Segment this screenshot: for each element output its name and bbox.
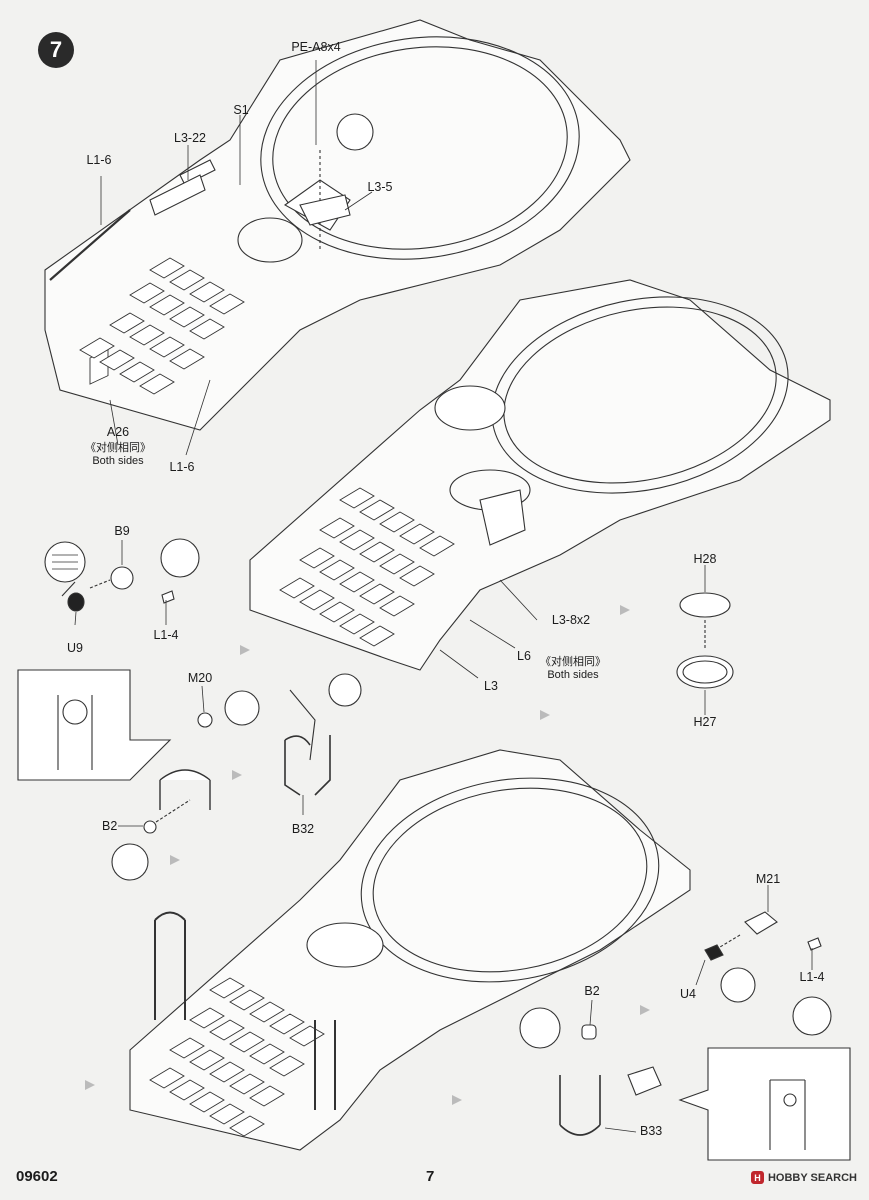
page-number: 7 [426,1168,435,1185]
label-h28: H28 [693,552,717,566]
label-l1-4-right: L1-4 [799,970,825,984]
label-b32: B32 [291,822,315,836]
step-number-badge: 7 [38,32,74,68]
label-m20: M20 [187,671,213,685]
label-pe-a8x4: PE-A8x4 [291,40,341,54]
note-both-sides-left: 《对侧相同》 Both sides [85,442,151,468]
detail-inset-left [17,669,172,781]
hull-middle [249,279,831,671]
label-l1-6-bottom: L1-6 [169,460,195,474]
label-l3: L3 [484,679,498,693]
detail-m21 [704,911,832,1036]
label-m21: M21 [755,872,781,886]
label-b2-right: B2 [584,984,600,998]
label-a26: A26 [106,425,130,439]
hobby-search-logo-icon: H [750,1171,764,1184]
watermark-text: HOBBY SEARCH [767,1171,857,1184]
label-h27: H27 [693,715,717,729]
detail-b9 [44,538,200,612]
detail-h28-h27 [676,592,734,689]
note-both-sides-right: 《对侧相同》 Both sides [540,656,606,682]
detail-m20 [111,690,260,881]
label-b2-left: B2 [102,819,118,833]
hull-top [44,19,631,431]
label-l1-6-top: L1-6 [86,153,112,167]
product-code: 09602 [16,1168,58,1185]
hull-bottom [129,749,691,1151]
note-en-right: Both sides [547,669,599,681]
detail-b33 [519,1007,662,1136]
label-l6: L6 [517,649,531,663]
label-l3-22: L3-22 [174,131,206,145]
leader-lines [74,60,813,1133]
label-u4: U4 [680,987,696,1001]
label-l3-8x2: L3-8x2 [551,613,591,627]
label-l1-4-left: L1-4 [153,628,179,642]
detail-inset-right [678,1047,851,1161]
direction-arrows [85,605,650,1105]
note-en: Both sides [92,455,144,467]
label-b33: B33 [640,1124,663,1138]
note-cn-right: 《对侧相同》 [540,656,606,668]
label-l3-5: L3-5 [367,180,393,194]
detail-b32 [284,673,362,796]
label-u9: U9 [67,641,83,655]
watermark: H HOBBY SEARCH [750,1171,857,1184]
note-cn: 《对侧相同》 [85,442,151,454]
label-s1: S1 [233,103,249,117]
label-b9: B9 [114,524,130,538]
